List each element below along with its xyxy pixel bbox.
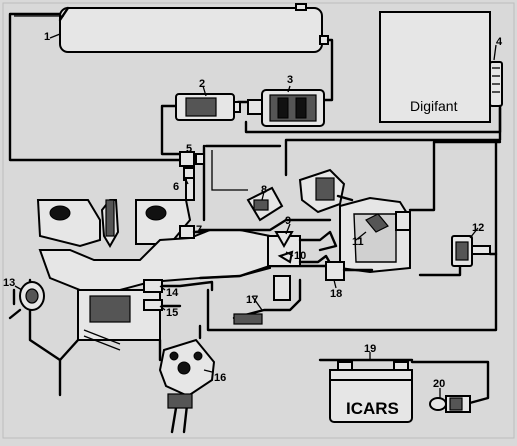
label-19: 19 (364, 343, 376, 355)
connector-18 (325, 261, 374, 281)
label-9: 9 (285, 215, 291, 227)
label-8: 8 (261, 184, 267, 196)
label-3: 3 (287, 74, 293, 86)
temp-sensor-right (451, 235, 491, 267)
label-18: 18 (330, 288, 342, 300)
fuel-tank-icon (58, 3, 329, 53)
fuel-pump-icon (247, 89, 325, 127)
label-20: 20 (433, 378, 445, 390)
label-12: 12 (472, 222, 484, 234)
label-1: 1 (44, 31, 50, 43)
ecu-icon (379, 11, 503, 123)
label-13: 13 (3, 277, 15, 289)
battery-icon (329, 361, 413, 423)
label-4: 4 (496, 36, 503, 48)
label-6: 6 (173, 181, 179, 193)
sensor-14 (143, 279, 214, 293)
label-5: 5 (186, 143, 192, 155)
battery-lamp-wire (410, 360, 490, 406)
air-flow-meter (339, 196, 411, 274)
sensor-15 (143, 299, 182, 311)
battery-label: ICARS (346, 399, 399, 418)
fuel-rail-connector (179, 151, 205, 201)
engine-block (28, 199, 332, 397)
frame (2, 2, 515, 439)
leader-lines (14, 33, 497, 398)
air-flow-sensor (298, 168, 354, 214)
distributor-icon (158, 338, 216, 434)
label-7: 7 (196, 224, 202, 236)
label-14: 14 (166, 287, 179, 299)
sensor-left (8, 281, 45, 320)
label-16: 16 (214, 372, 226, 384)
label-10: 10 (294, 250, 306, 262)
sensor-17 (232, 275, 302, 325)
lamp-icon (429, 395, 471, 413)
throttle-body (267, 230, 338, 272)
label-15: 15 (166, 307, 178, 319)
ecu-label: Digifant (410, 98, 458, 114)
label-2: 2 (199, 78, 205, 90)
label-17: 17 (246, 294, 258, 306)
fuel-filter-icon (175, 93, 241, 121)
label-11: 11 (352, 236, 364, 248)
